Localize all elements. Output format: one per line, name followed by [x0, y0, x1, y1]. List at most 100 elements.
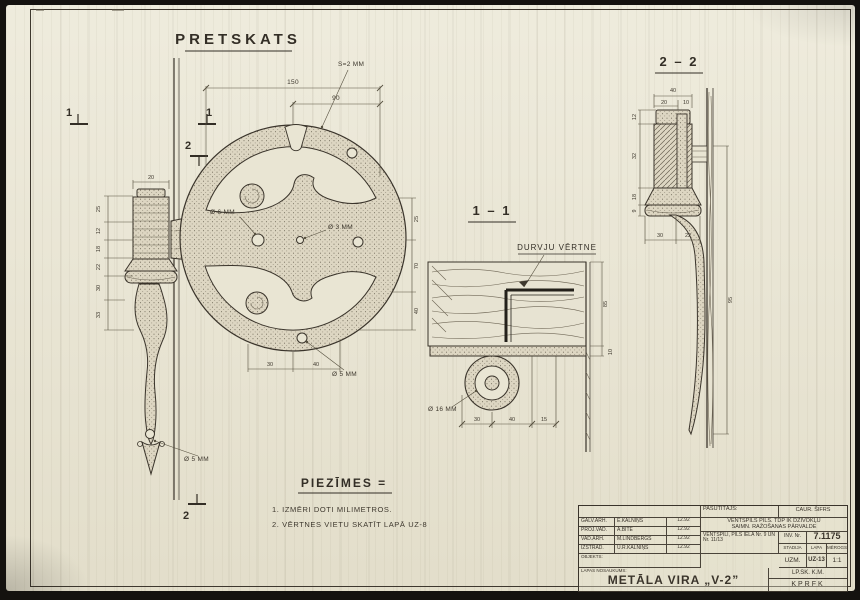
- svg-text:40: 40: [509, 417, 515, 423]
- svg-text:25: 25: [414, 216, 420, 222]
- svg-text:1: 1: [66, 107, 72, 119]
- dim-dia3: Ø 3 MM: [328, 224, 353, 231]
- svg-text:40: 40: [414, 308, 420, 314]
- svg-text:15: 15: [541, 417, 547, 423]
- tb-signer-role: GALV.ARH.: [579, 518, 615, 527]
- dim-pintle-width: 20: [148, 175, 154, 181]
- section-1-1-title: 1 – 1: [473, 203, 512, 218]
- tb-signer-date: 12.92: [667, 536, 701, 545]
- dim-dia6: Ø 6 MM: [210, 209, 235, 216]
- tb-sheet-label: LAPA: [807, 544, 827, 554]
- tb-signer-date: 12.92: [667, 518, 701, 527]
- tb-signer-role: IZSTRĀD.: [579, 545, 615, 554]
- note-2: 2. VĒRTNES VIETU SKATĪT LAPĀ UZ-8: [272, 520, 427, 529]
- section-2-2-drawing: 2 – 2: [632, 54, 734, 448]
- plate-hole-center: [296, 236, 304, 244]
- strap-section: [429, 345, 587, 411]
- tb-signer-name: U.R.KALNIŅŠ: [615, 545, 667, 554]
- tb-code-label: CAUR. ŠIFRS: [779, 506, 847, 518]
- sheet-titles: PRETSKATS: [175, 31, 301, 52]
- hinge-pin: [484, 375, 500, 391]
- plate-hole-right: [352, 236, 364, 248]
- section-2-2-title: 2 – 2: [660, 54, 699, 69]
- plate-hole-top: [346, 147, 358, 159]
- tb-signer-name: E.KALNIŅŠ: [615, 518, 667, 527]
- section-marker-1-right: 1: [198, 107, 216, 125]
- svg-text:95: 95: [728, 297, 734, 303]
- dim-dia5-plate: Ø 5 MM: [332, 371, 357, 378]
- tb-client-line2: SAIMN. RAŽOŠANAS PĀRVALDE: [731, 523, 817, 530]
- section-marker-2-bottom: 2: [183, 494, 206, 522]
- svg-text:25: 25: [96, 206, 102, 212]
- tb-signer-role: PROJ.VAD.: [579, 527, 615, 536]
- tb-title-label: LAPAS NOSAUKUMS:: [581, 568, 627, 573]
- main-view-title: PRETSKATS: [175, 31, 301, 48]
- dim-dia16: Ø 16 MM: [428, 406, 457, 413]
- strap-hole: [145, 429, 155, 439]
- svg-text:9: 9: [632, 209, 638, 212]
- tb-pages-note: LP.SK. K.M.: [769, 568, 847, 579]
- svg-text:22: 22: [685, 233, 691, 239]
- front-view-drawing: 1 1 2 2 150: [66, 58, 420, 522]
- tb-signer-name: A.BITE: [615, 527, 667, 536]
- wall-edge-section22: [706, 88, 714, 448]
- pintle-section: [644, 109, 708, 217]
- svg-text:18: 18: [632, 194, 638, 200]
- door-leaf-angle: [504, 288, 574, 342]
- plate-top-notch: [284, 124, 308, 152]
- svg-text:30: 30: [657, 233, 663, 239]
- svg-text:33: 33: [96, 312, 102, 318]
- tb-inv-label: INV. Nr.: [779, 532, 807, 544]
- svg-text:70: 70: [414, 263, 420, 269]
- tb-drawing-title-cell: LAPAS NOSAUKUMS: METĀLA VIRA „V-2”: [579, 568, 769, 591]
- svg-text:12: 12: [632, 114, 638, 120]
- door-leaf-callout: DURVJU VĒRTNE: [517, 243, 596, 288]
- tb-client-line1: VENTSPILS PILS. TDP IK DZĪVOKĻU: [727, 518, 821, 524]
- sheet-border-frame: [30, 9, 851, 587]
- svg-text:2: 2: [183, 510, 189, 522]
- tb-signer-name: M.LINDBERGS: [615, 536, 667, 545]
- svg-text:12: 12: [96, 228, 102, 234]
- tb-drawing-title: METĀLA VIRA „V-2”: [607, 572, 740, 587]
- svg-text:40: 40: [670, 88, 676, 94]
- tb-scale-label: MĒROGS: [827, 544, 847, 554]
- hinge-plate: [179, 124, 407, 352]
- svg-text:40: 40: [313, 362, 319, 368]
- dim-thickness: S=2 MM: [338, 61, 364, 68]
- dim-dia5-strap: Ø 5 MM: [184, 456, 209, 463]
- svg-text:2: 2: [185, 140, 191, 152]
- plate-hole-left: [251, 233, 265, 247]
- svg-text:18: 18: [96, 246, 102, 252]
- svg-text:20: 20: [661, 100, 667, 106]
- svg-text:1: 1: [206, 107, 212, 119]
- svg-text:10: 10: [683, 100, 689, 106]
- section-marker-2-top: 2: [185, 140, 208, 166]
- dim-150: 150: [287, 79, 299, 86]
- tb-signer-date: 12.92: [667, 545, 701, 554]
- tb-object: OBJEKTS: DZĪVOJAMĀS ĒKAS: [579, 554, 701, 568]
- svg-text:30: 30: [474, 417, 480, 423]
- tb-scale-value: 1:1: [827, 554, 847, 568]
- svg-text:10: 10: [608, 349, 614, 355]
- plate-lower-cutout: [204, 265, 377, 331]
- tb-empty-cell: [579, 506, 701, 518]
- notes-block: PIEZĪMES = 1. IZMĒRI DOTI MILIMETROS. 2.…: [272, 476, 427, 529]
- tb-object-label: OBJEKTS:: [581, 554, 603, 559]
- pintle-post: [124, 188, 178, 284]
- svg-text:30: 30: [267, 362, 273, 368]
- dim-90: 90: [332, 95, 340, 102]
- svg-text:85: 85: [603, 301, 609, 307]
- notes-title: PIEZĪMES =: [301, 476, 387, 490]
- strap-front: [134, 283, 168, 476]
- wall-edge-section11: [585, 262, 591, 452]
- strap-side-view: [668, 214, 706, 436]
- section-1-1-drawing: 1 – 1: [427, 203, 614, 452]
- title-block: PASŪTĪTĀJS: CAUR. ŠIFRS VENTSPILS PILS. …: [578, 505, 848, 592]
- tb-signer-role: VAD.ARH.: [579, 536, 615, 545]
- svg-text:32: 32: [632, 153, 638, 159]
- tb-stage-label: STADIJA: [779, 544, 807, 554]
- section-marker-1-left: 1: [66, 107, 88, 125]
- tb-stage-value: UZM.: [779, 554, 807, 568]
- tb-sheet-value: UZ-13: [807, 554, 827, 568]
